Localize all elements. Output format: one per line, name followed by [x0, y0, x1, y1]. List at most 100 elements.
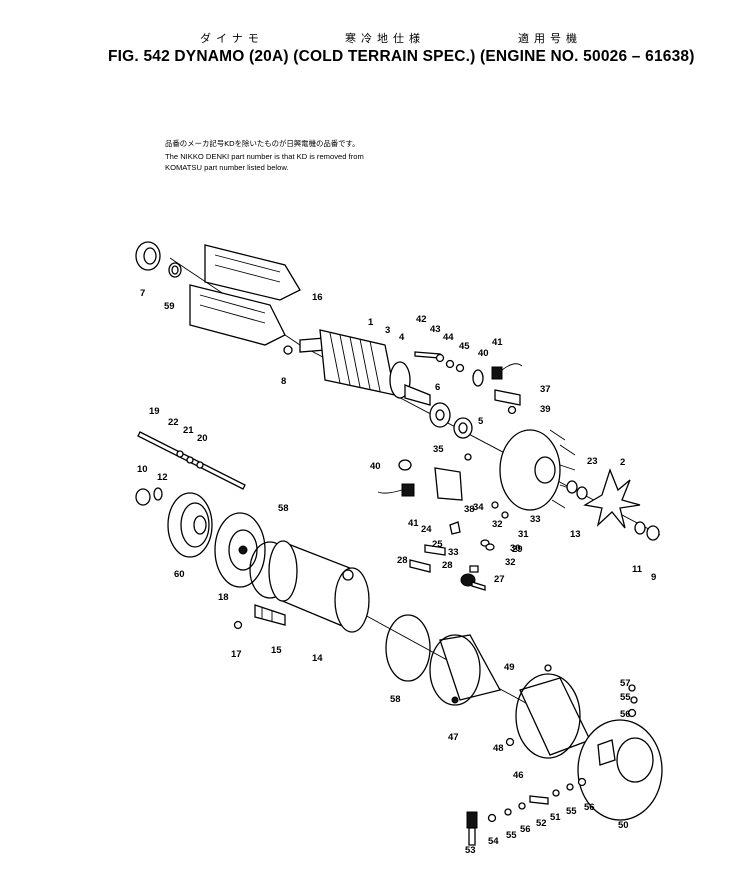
brush-41-top: [491, 363, 523, 380]
spring-29: [485, 543, 495, 551]
callout-38: 38: [464, 504, 475, 515]
callout-47: 47: [448, 732, 459, 743]
o-ring-58-lower: [385, 614, 431, 682]
callout-50: 50: [618, 820, 629, 831]
callout-4: 4: [399, 332, 405, 343]
screw-48: [505, 737, 515, 747]
callout-52: 52: [536, 818, 547, 829]
callout-24: 24: [421, 524, 432, 535]
nut-20: [196, 461, 204, 469]
title-jp-serial: 適用号機: [518, 32, 582, 45]
callout-57: 57: [620, 678, 631, 689]
end-frame-23: [499, 429, 576, 511]
washer-13: [566, 480, 588, 500]
note-english-line-1: The NIKKO DENKI part number is that KD i…: [165, 152, 364, 161]
nut-45: [455, 363, 465, 373]
callout-2: 2: [620, 457, 625, 468]
callout-56: 56: [584, 802, 595, 813]
washer-56-lower: [518, 802, 526, 810]
fan-2: [583, 468, 641, 529]
callout-46: 46: [513, 770, 524, 781]
note-english-line-2: KOMATSU part number listed below.: [165, 163, 289, 172]
callout-53: 53: [465, 845, 476, 856]
title-jp-dynamo: ダイナモ: [200, 32, 264, 45]
end-frame-18: [214, 512, 266, 588]
callout-9: 9: [651, 572, 656, 583]
callout-20: 20: [197, 433, 208, 444]
callout-16: 16: [312, 292, 323, 303]
callout-17: 17: [231, 649, 242, 660]
nut-57: [628, 684, 636, 692]
callout-51: 51: [550, 812, 561, 823]
bolt-27: [460, 573, 486, 591]
callout-56: 56: [520, 824, 531, 835]
callout-37: 37: [540, 384, 551, 395]
callout-10: 10: [137, 464, 148, 475]
callout-14: 14: [312, 653, 323, 664]
cover-46: [515, 673, 591, 759]
callout-56: 56: [620, 709, 631, 720]
callout-55: 55: [620, 692, 631, 703]
washer-56-upper: [627, 708, 637, 718]
brush-41: [377, 483, 415, 497]
callout-58: 58: [390, 694, 401, 705]
terminal-28-left: [409, 559, 431, 573]
callout-3: 3: [385, 325, 390, 336]
callout-12: 12: [157, 472, 168, 483]
bolt-53: [466, 811, 478, 846]
pulley-60: [167, 492, 213, 558]
callout-28: 28: [397, 555, 408, 566]
washer-5: [453, 417, 473, 439]
washer-55-right: [566, 783, 574, 791]
callout-41: 41: [408, 518, 419, 529]
callout-6: 6: [435, 382, 440, 393]
end-cover-50: [577, 719, 663, 821]
terminal-24: [449, 521, 461, 535]
nut-9: [646, 525, 660, 541]
callout-44: 44: [443, 332, 454, 343]
callout-32: 32: [492, 519, 503, 530]
nut-39: [507, 405, 517, 415]
washer-55-lower: [504, 808, 512, 816]
cover-band-47: [429, 634, 501, 706]
terminal-28-right: [469, 565, 479, 573]
yoke-14: [268, 540, 370, 633]
callout-31: 31: [518, 529, 529, 540]
callout-40: 40: [370, 461, 381, 472]
callout-29: 29: [512, 544, 523, 555]
callout-7: 7: [140, 288, 145, 299]
callout-55: 55: [566, 806, 577, 817]
callout-45: 45: [459, 341, 470, 352]
callout-55: 55: [506, 830, 517, 841]
bolt-35: [464, 453, 472, 461]
note-japanese: 品番のメーカ記号KDを除いたものが日興電機の品番です。: [165, 139, 360, 148]
callout-28: 28: [442, 560, 453, 571]
nut-22: [176, 450, 184, 458]
washer-11: [634, 521, 646, 535]
callout-27: 27: [494, 574, 505, 585]
spring-40-top: [472, 369, 484, 387]
armature-1: [283, 329, 431, 406]
callout-13: 13: [570, 529, 581, 540]
bolt-17: [233, 620, 243, 630]
callout-59: 59: [164, 301, 175, 312]
callout-30: 30: [510, 543, 521, 554]
callout-21: 21: [183, 425, 194, 436]
bearing-6: [429, 402, 451, 428]
callout-22: 22: [168, 417, 179, 428]
nut-44: [445, 359, 455, 369]
spring-40: [398, 459, 412, 471]
callout-19: 19: [149, 406, 160, 417]
washer-54: [487, 813, 497, 823]
washer-34: [491, 501, 499, 509]
field-coil-16: [189, 244, 301, 346]
callout-5: 5: [478, 416, 484, 427]
callout-54: 54: [488, 836, 499, 847]
bearing-7: [135, 241, 161, 271]
callout-33: 33: [530, 514, 541, 525]
callout-35: 35: [433, 444, 444, 455]
nut-10: [135, 488, 151, 506]
